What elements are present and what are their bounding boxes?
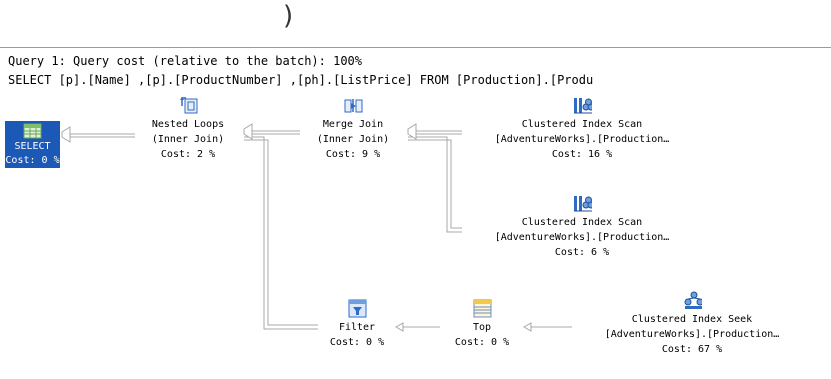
query-cost-line: Query 1: Query cost (relative to the bat… [8,54,363,68]
seek-name: Clustered Index Seek [631,314,753,325]
merge-join-icon [344,99,362,113]
merge-join-name: Merge Join [322,119,384,130]
scan2-cost: Cost: 6 % [554,247,610,258]
select-table-icon [23,123,42,139]
nested-loops-icon [179,97,197,114]
clustered-index-scan-operator-2[interactable]: Clustered Index Scan [AdventureWorks].[P… [462,194,702,260]
select-operator[interactable]: SELECT Cost: 0 % [5,121,60,168]
top-operator[interactable]: Top Cost: 0 % [440,299,524,350]
top-icon [473,299,491,318]
nested-loops-join-type: (Inner Join) [151,134,225,145]
top-name: Top [472,322,492,333]
seek-object: [AdventureWorks].[Production… [604,329,780,340]
filter-operator[interactable]: Filter Cost: 0 % [318,299,396,350]
merge-join-operator[interactable]: Merge Join (Inner Join) Cost: 9 % [298,96,408,162]
scan1-object: [AdventureWorks].[Production… [494,134,670,145]
filter-icon [348,299,366,318]
plan-connectors [61,123,572,332]
nested-loops-operator[interactable]: Nested Loops (Inner Join) Cost: 2 % [133,96,243,162]
clustered-index-scan-icon [573,196,592,212]
query-header: Query 1: Query cost (relative to the bat… [0,47,831,93]
clustered-index-scan-operator-1[interactable]: Clustered Index Scan [AdventureWorks].[P… [462,96,702,162]
execution-plan: SELECT Cost: 0 % Nested Loops (Inner Joi… [0,96,831,379]
filter-cost: Cost: 0 % [329,337,385,348]
filter-name: Filter [338,322,376,333]
scan1-name: Clustered Index Scan [521,119,643,130]
nested-loops-name: Nested Loops [151,119,225,130]
select-cost: Cost: 0 % [5,155,60,166]
select-label: SELECT [14,141,51,152]
scan2-object: [AdventureWorks].[Production… [494,232,670,243]
sql-text-line: SELECT [p].[Name] ,[p].[ProductNumber] ,… [8,73,594,87]
merge-join-cost: Cost: 9 % [325,149,381,160]
merge-join-join-type: (Inner Join) [316,134,390,145]
closing-paren: ) [283,1,294,31]
scan1-cost: Cost: 16 % [551,149,613,160]
clustered-index-scan-icon [573,98,592,114]
clustered-index-seek-icon [684,291,702,309]
nested-loops-cost: Cost: 2 % [160,149,216,160]
top-cost: Cost: 0 % [454,337,510,348]
scan2-name: Clustered Index Scan [521,217,643,228]
seek-cost: Cost: 67 % [661,344,723,355]
clustered-index-seek-operator[interactable]: Clustered Index Seek [AdventureWorks].[P… [572,291,812,357]
